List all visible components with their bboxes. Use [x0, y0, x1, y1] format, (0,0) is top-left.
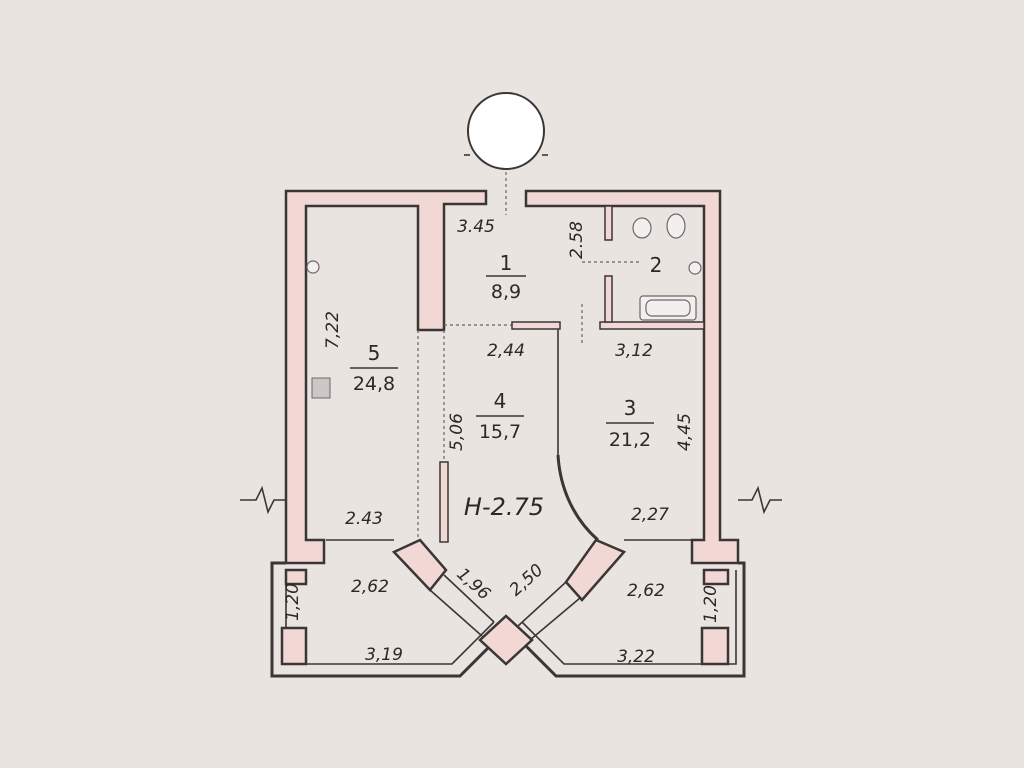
dim-2-62-right: 2,62: [627, 581, 665, 601]
room-4-number: 4: [494, 389, 507, 413]
bathtub-inner-icon: [645, 299, 691, 317]
bay-frame-left: [429, 574, 495, 637]
dim-1-96: 1,96: [453, 564, 495, 604]
dim-5-06: 5,06: [447, 413, 467, 451]
vent-shaft-icon: [467, 92, 545, 170]
dim-4-45: 4,45: [675, 413, 695, 451]
dim-3-19: 3,19: [365, 645, 403, 665]
bay-wall-left: [391, 538, 448, 592]
left-balcony: [270, 561, 502, 678]
room-3-number: 3: [624, 396, 637, 420]
partition-room2-top: [604, 205, 613, 241]
room-3-area: 21,2: [609, 429, 651, 451]
water-riser-icon: [688, 261, 702, 275]
dim-2-27: 2,27: [631, 505, 669, 525]
dim-2-43: 2.43: [345, 509, 383, 529]
dim-3-12: 3,12: [615, 341, 653, 361]
dim-2-62-left: 2,62: [351, 577, 389, 597]
riser-room5-icon: [306, 260, 320, 274]
left-stub: [284, 568, 308, 586]
sink-icon: [632, 217, 652, 239]
right-balcony-inner: [521, 570, 737, 665]
bay-wall-right: [564, 538, 627, 602]
dim-3-22: 3,22: [617, 647, 655, 667]
ceiling-height: H-2.75: [464, 493, 544, 521]
room-1-number: 1: [500, 251, 513, 275]
dim-2-44: 2,44: [487, 341, 525, 361]
bay-column: [478, 614, 534, 666]
dim-7-22: 7,22: [323, 311, 343, 349]
bay-frame-right: [517, 581, 581, 641]
break-line-right-icon: [738, 485, 782, 515]
partition-room4-left: [439, 461, 449, 543]
room-5-number: 5: [368, 341, 381, 365]
room-1-area: 8,9: [491, 281, 521, 303]
right-balcony: [514, 561, 746, 678]
room-5-area: 24,8: [353, 373, 395, 395]
dim-2-50: 2,50: [506, 560, 548, 600]
curved-wall: [556, 454, 599, 542]
partition-room1-room4: [511, 321, 561, 330]
outer-wall-left: [284, 189, 488, 565]
radiator-icon: [311, 377, 331, 399]
break-line-left-icon: [240, 485, 286, 515]
partition-room2-bottom: [604, 275, 613, 323]
right-stub: [702, 568, 730, 586]
left-pillar: [280, 626, 308, 666]
room-2-number: 2: [650, 253, 663, 277]
dim-3-45: 3.45: [457, 217, 495, 237]
outer-wall-right: [524, 189, 740, 565]
dim-1-20-right: 1,20: [701, 585, 721, 623]
room-4-area: 15,7: [479, 421, 521, 443]
left-balcony-inner: [285, 570, 495, 665]
dim-1-20-left: 1,20: [283, 583, 303, 621]
right-pillar: [700, 626, 730, 666]
partition-room2-room3: [599, 321, 705, 330]
dim-2-58: 2.58: [567, 221, 587, 259]
toilet-icon: [666, 213, 686, 239]
